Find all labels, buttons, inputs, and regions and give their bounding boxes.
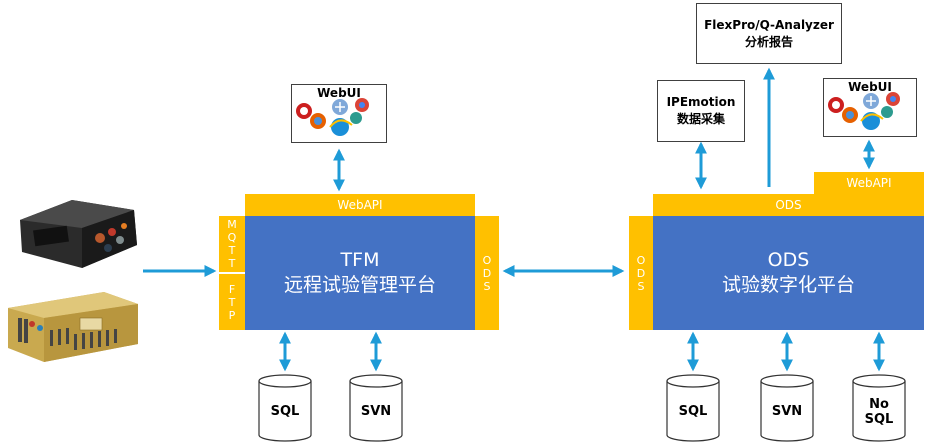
ftp-char: P: [228, 308, 236, 322]
ods-title: ODS: [767, 249, 810, 271]
ods-webapi-label: WebAPI: [846, 176, 892, 190]
tfm-svn-database-icon: [349, 374, 403, 442]
ipemotion-line2: 数据采集: [676, 112, 725, 126]
tfm-platform-box: TFM 远程试验管理平台: [245, 216, 475, 330]
ods-svn-label: SVN: [771, 404, 803, 419]
ods-sql-database-icon: [666, 374, 720, 442]
ods-webapi-bar: WebAPI: [814, 172, 924, 194]
tfm-title: TFM: [340, 249, 380, 271]
ods-svn-database-icon: [760, 374, 814, 442]
ods-char: S: [483, 279, 491, 293]
ods-nosql-database-icon: [852, 374, 906, 442]
tfm-ftp-interface: F T P: [219, 274, 245, 330]
ods-subtitle: 试验数字化平台: [721, 274, 855, 296]
ftp-char: F: [228, 282, 236, 296]
tfm-mqtt-interface: M Q T T: [219, 216, 245, 272]
browser-icons: [828, 92, 900, 130]
browser-icons: [296, 98, 369, 136]
ipemotion-box: IPEmotion 数据采集: [657, 80, 745, 142]
tfm-sql-label: SQL: [270, 404, 300, 419]
ods-char: O: [636, 253, 646, 267]
tfm-sql-database-icon: [258, 374, 312, 442]
ods-webui-box: WebUI: [823, 78, 917, 137]
ipemotion-line1: IPEmotion: [666, 95, 736, 109]
ods-left-interface: O D S: [629, 216, 653, 330]
tfm-webapi-label: WebAPI: [337, 198, 383, 212]
ods-char: D: [636, 266, 646, 280]
ods-nosql-label: No SQL: [864, 397, 894, 427]
data-logger-device-image: [20, 200, 137, 268]
mqtt-char: T: [228, 257, 236, 270]
ods-platform-box: ODS 试验数字化平台: [653, 216, 924, 330]
flexpro-box: FlexPro/Q-Analyzer 分析报告: [696, 3, 842, 64]
tfm-subtitle: 远程试验管理平台: [283, 274, 436, 296]
ods-webui-label: WebUI: [848, 80, 892, 94]
measurement-module-device-image: [8, 292, 138, 362]
tfm-ods-interface: O D S: [475, 216, 499, 330]
ftp-char: T: [228, 295, 236, 309]
ods-sql-label: SQL: [678, 404, 708, 419]
mqtt-char: M: [227, 218, 237, 231]
tfm-webui-box: WebUI: [291, 84, 387, 143]
ods-char: D: [482, 266, 492, 280]
mqtt-char: Q: [227, 231, 237, 244]
flexpro-line2: 分析报告: [744, 34, 793, 49]
ods-char: O: [482, 253, 492, 267]
ods-char: S: [637, 279, 645, 293]
mqtt-char: T: [228, 244, 236, 257]
ods-top-interface-bar: ODS: [653, 194, 924, 216]
tfm-svn-label: SVN: [360, 404, 392, 419]
flexpro-line1: FlexPro/Q-Analyzer: [704, 17, 834, 32]
tfm-webapi-bar: WebAPI: [245, 194, 475, 216]
ods-top-bar-label: ODS: [775, 198, 802, 212]
tfm-webui-label: WebUI: [317, 86, 361, 100]
